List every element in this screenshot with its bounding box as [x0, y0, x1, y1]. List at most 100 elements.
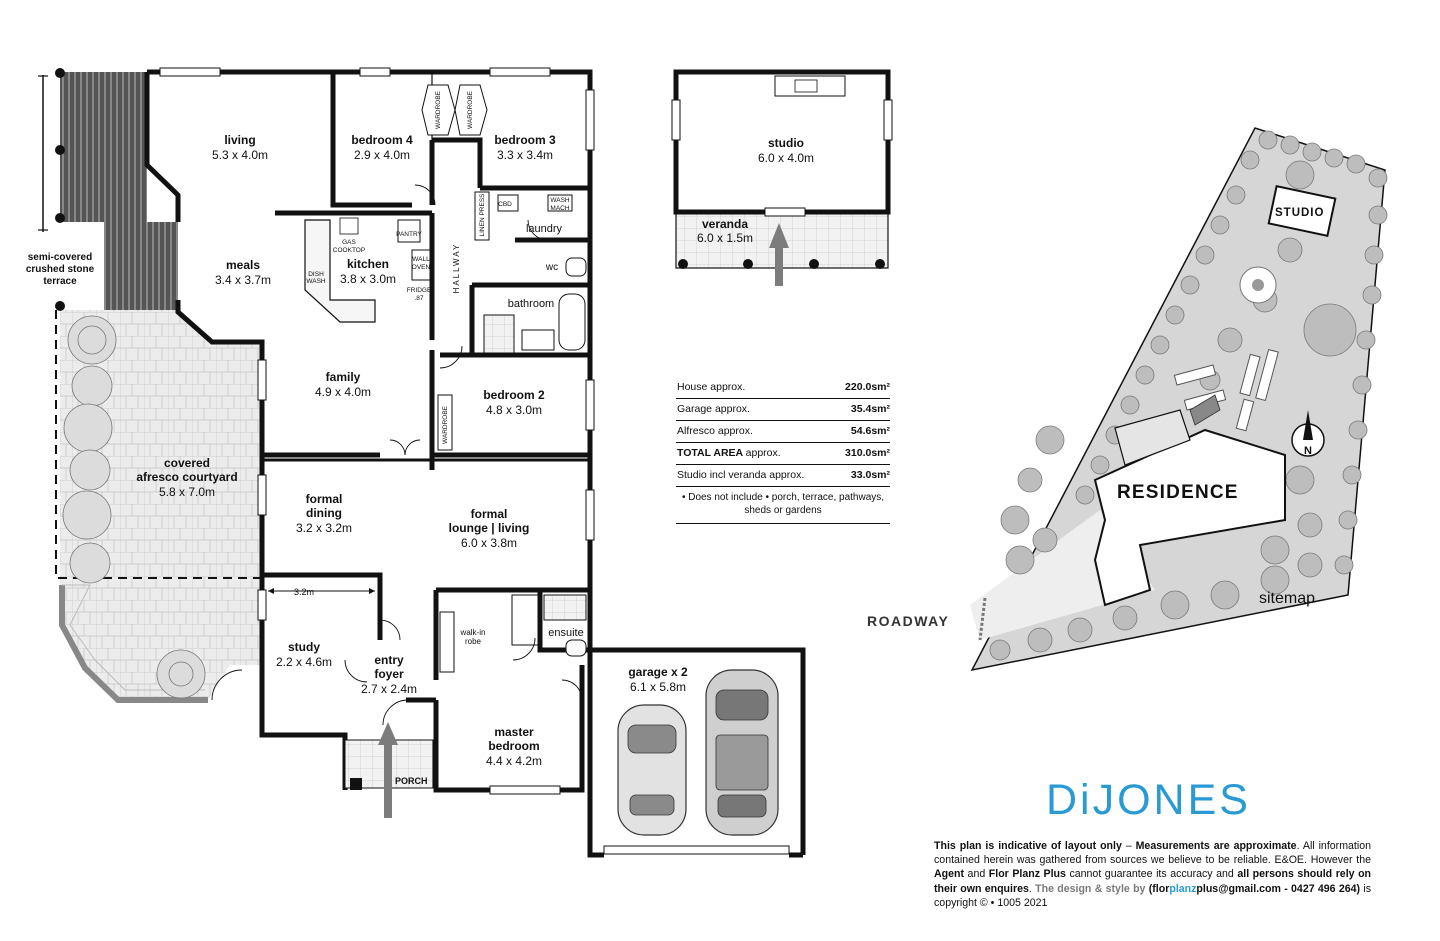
area-label: Studio incl veranda [677, 469, 767, 481]
bedroom2-size: 4.8 x 3.0m [486, 403, 542, 417]
bedroom4-name: bedroom 4 [351, 133, 413, 147]
terrace-line1: semi-covered [28, 252, 92, 263]
disclaimer-part: The design & style by [1035, 882, 1146, 895]
disclaimer-text: This plan is indicative of layout only –… [934, 839, 1371, 910]
studio-size: 6.0 x 4.0m [758, 151, 814, 165]
area-label: TOTAL AREA [677, 447, 743, 459]
fridge-label-2: .87 [414, 295, 423, 302]
area-value: 33.0sm² [850, 469, 890, 481]
disclaimer-part: . [1028, 882, 1036, 895]
area-suffix: approx. [745, 447, 781, 459]
linen-press-label: LINEN PRESS [479, 193, 486, 237]
garage-size: 6.1 x 5.8m [630, 680, 686, 694]
meals-name: meals [226, 258, 260, 272]
bedroom3-size: 3.3 x 3.4m [497, 148, 553, 162]
wardrobe-label-2: WARDROBE [467, 90, 474, 129]
disclaimer-part: cannot guarantee its accuracy and [1065, 868, 1238, 881]
area-row-label: TOTAL AREA approx. [677, 447, 781, 459]
disclaimer-part: – [1121, 840, 1136, 852]
disclaimer-part: (flor [1145, 882, 1170, 895]
terrace-line2: crushed stone [26, 264, 95, 275]
veranda-name: veranda [702, 217, 748, 231]
fixture-labels: laundry wc bathroom ensuite walk-in robe… [306, 90, 1312, 646]
porch [344, 722, 434, 818]
walkin-line2: robe [465, 637, 482, 646]
bedroom4-size: 2.9 x 4.0m [354, 148, 410, 162]
disclaimer-part: is copyright © • 1005 2021 [934, 882, 1372, 909]
roadway-label: ROADWAY [867, 613, 950, 629]
walkin-line1: walk-in [460, 628, 486, 637]
study-dimension-label: 3.2m [294, 587, 314, 597]
area-row: Garage approx. 35.4sm² [676, 399, 890, 421]
formal-lounge-size: 6.0 x 3.8m [461, 536, 517, 550]
wardrobe-label-1: WARDROBE [435, 90, 442, 129]
disclaimer-part: Agent [934, 868, 965, 881]
formal-dining-size: 3.2 x 3.2m [296, 521, 352, 535]
living-name: living [224, 133, 255, 147]
garage [587, 647, 806, 858]
doors [211, 184, 583, 726]
area-row: Alfresco approx. 54.6sm² [676, 421, 890, 443]
brand-logo: DiJONES [1046, 776, 1251, 824]
bathroom-label: bathroom [508, 298, 554, 310]
terrace-decking [38, 68, 178, 311]
wall-oven-label-2: OVEN [412, 264, 431, 271]
disclaimer-part: This plan is indicative of layout only [934, 840, 1122, 852]
disclaimer-part: Measurements are approximate [1135, 840, 1297, 852]
gas-label-2: COOKTOP [333, 247, 365, 254]
area-value: 54.6sm² [850, 425, 890, 437]
formal-lounge-line1: formal [471, 507, 508, 521]
study-size: 2.2 x 4.6m [276, 655, 332, 669]
veranda-size: 6.0 x 1.5m [697, 231, 753, 245]
area-suffix: approx. [717, 425, 753, 437]
living-size: 5.3 x 4.0m [212, 148, 268, 162]
bedroom2-name: bedroom 2 [483, 388, 545, 402]
porch-label: PORCH [395, 776, 428, 786]
ensuite-label: ensuite [548, 627, 583, 639]
disclaimer-part: Flor Planz Plus [988, 868, 1066, 881]
studio-name: studio [768, 136, 804, 150]
area-value: 220.0sm² [845, 381, 890, 393]
wall-oven-label-1: WALL [412, 256, 430, 263]
room-labels: living 5.3 x 4.0m bedroom 4 2.9 x 4.0m b… [26, 133, 814, 768]
wardrobes [421, 84, 573, 673]
north-label: N [1304, 445, 1312, 457]
hallway-label: HALLWAY [452, 243, 461, 294]
master-size: 4.4 x 4.2m [486, 754, 542, 768]
courtyard-line1: covered [164, 456, 210, 470]
formal-dining-line2: dining [306, 506, 342, 520]
disclaimer-part: planz [1169, 882, 1197, 895]
wash-label-1: WASH [550, 197, 570, 204]
disclaimer-part: . All information contained herein was g… [934, 840, 1371, 867]
kitchen-size: 3.8 x 3.0m [340, 272, 396, 286]
area-value: 35.4sm² [850, 403, 890, 415]
area-row-label: Garage approx. [677, 403, 750, 415]
entry-line1: entry [374, 653, 404, 667]
area-row: Studio incl veranda approx. 33.0sm² [676, 465, 890, 487]
courtyard-size: 5.8 x 7.0m [159, 485, 215, 499]
disclaimer-part: plus@gmail.com - 0427 496 264) [1196, 882, 1361, 895]
area-label: House [677, 381, 708, 393]
disclaimer-part: all persons should rely on their own enq… [934, 868, 1372, 895]
area-value: 310.0sm² [845, 447, 890, 459]
master-line2: bedroom [488, 739, 539, 753]
area-label: Garage [677, 403, 713, 415]
wc-label: wc [545, 262, 558, 273]
area-row: TOTAL AREA approx. 310.0sm² [676, 443, 890, 465]
gas-label-1: GAS [342, 239, 356, 246]
sitemap-drawing [970, 127, 1388, 672]
master-line1: master [494, 725, 534, 739]
sitemap-studio-label: STUDIO [1275, 207, 1325, 219]
entry-size: 2.7 x 2.4m [361, 682, 417, 696]
area-suffix: approx. [769, 469, 805, 481]
area-table: House approx. 220.0sm² Garage approx. 35.4s… [676, 377, 890, 524]
area-row-label: House approx. [677, 381, 745, 393]
area-label: Alfresco [677, 425, 715, 437]
dishwash-label-1: DISH [308, 271, 324, 278]
studio-building [671, 69, 893, 286]
study-name: study [288, 640, 320, 654]
meals-size: 3.4 x 3.7m [215, 273, 271, 287]
wash-label-2: MACH [550, 205, 569, 212]
kitchen-counter [304, 217, 431, 323]
